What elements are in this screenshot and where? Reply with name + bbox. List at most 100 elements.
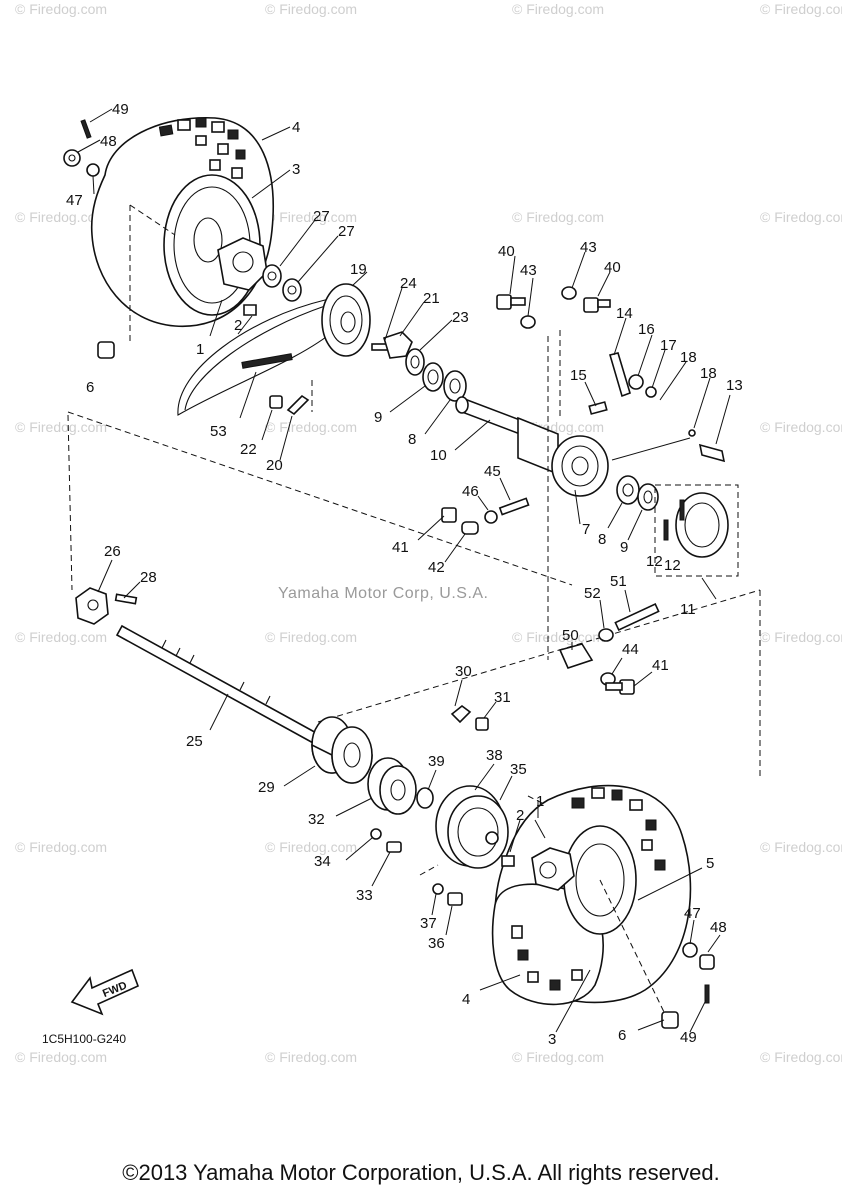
bearing-8 [443, 370, 467, 402]
bearing-8-right [616, 475, 640, 505]
callout-14: 14 [616, 305, 633, 322]
valve-stem-49 [80, 119, 92, 139]
callout-27: 27 [313, 208, 330, 225]
chain-joint-53 [241, 353, 293, 369]
callout-32: 32 [308, 811, 325, 828]
bearing-9 [422, 362, 444, 392]
brake-lever-14 [608, 352, 631, 398]
callout-46: 46 [462, 483, 479, 500]
watermark-layer: © Firedog.com © Firedog.com © Firedog.co… [15, 1, 842, 1065]
callout-7: 7 [582, 521, 590, 538]
callout-40: 40 [604, 259, 621, 276]
callout-6: 6 [86, 379, 94, 396]
callout-28: 28 [140, 569, 157, 586]
callout-37: 37 [420, 915, 437, 932]
nut-31 [475, 717, 489, 731]
watermark: © Firedog.com [265, 209, 357, 225]
brake-drum-38 [435, 785, 509, 869]
watermark: © Firedog.com [760, 209, 842, 225]
callout-47: 47 [684, 905, 701, 922]
callout-18: 18 [680, 349, 697, 366]
callout-50: 50 [562, 627, 579, 644]
oil-seal-9-right [637, 483, 659, 511]
callout-39: 39 [428, 753, 445, 770]
washer-39 [416, 787, 434, 809]
right-wheel-assembly [491, 784, 715, 1029]
callout-43: 43 [580, 239, 597, 256]
callout-9: 9 [374, 409, 382, 426]
drawing-code: 1C5H100-G240 [42, 1032, 127, 1046]
bolt-36 [447, 892, 463, 906]
housing-tube-10 [461, 396, 521, 436]
callout-38: 38 [486, 747, 503, 764]
callout-42: 42 [428, 559, 445, 576]
watermark: © Firedog.com [15, 1, 107, 17]
washer-47 [86, 163, 100, 177]
callout-1: 1 [196, 341, 204, 358]
callout-10: 10 [430, 447, 447, 464]
callout-21: 21 [423, 290, 440, 307]
watermark: © Firedog.com [760, 629, 842, 645]
watermark: © Firedog.com [15, 209, 107, 225]
watermark: © Firedog.com [265, 629, 357, 645]
callout-17: 17 [660, 337, 677, 354]
callout-3: 3 [548, 1031, 556, 1048]
callout-8: 8 [598, 531, 606, 548]
bolt-15 [588, 401, 608, 415]
callout-6: 6 [618, 1027, 626, 1044]
brake-shoe-set [654, 484, 739, 577]
callout-36: 36 [428, 935, 445, 952]
callout-53: 53 [210, 423, 227, 440]
washer-52 [598, 628, 614, 642]
left-tire-tread [158, 117, 246, 190]
fwd-arrow-icon: FWD [70, 968, 140, 1016]
callout-47: 47 [66, 192, 83, 209]
left-wheel-assembly [63, 116, 274, 359]
callout-24: 24 [400, 275, 417, 292]
spring-12 [663, 519, 669, 541]
valve-49-right [704, 984, 710, 1004]
rear-sprocket [321, 283, 371, 357]
watermark: © Firedog.com [760, 1049, 842, 1065]
axle-housing [455, 396, 609, 497]
right-hub [531, 847, 575, 891]
cam-13 [698, 443, 726, 463]
publisher-mark: Yamaha Motor Corp, U.S.A. [278, 585, 489, 602]
hub-26 [75, 587, 109, 625]
callout-2: 2 [516, 807, 524, 824]
lock-plate-21 [383, 331, 413, 359]
nut-6-right [661, 1011, 679, 1029]
callout-51: 51 [610, 573, 627, 590]
pin-18 [688, 429, 696, 437]
nut-48 [63, 149, 81, 167]
bolt-2-right [501, 855, 515, 867]
callout-3: 3 [292, 161, 300, 178]
callout-15: 15 [570, 367, 587, 384]
callout-43: 43 [520, 262, 537, 279]
callout-20: 20 [266, 457, 283, 474]
callout-16: 16 [638, 321, 655, 338]
callout-49: 49 [680, 1029, 697, 1046]
callout-19: 19 [350, 261, 367, 278]
callout-27: 27 [338, 223, 355, 240]
nut-48-right [699, 954, 715, 970]
watermark: © Firedog.com [265, 1, 357, 17]
callout-48: 48 [710, 919, 727, 936]
watermark: © Firedog.com [15, 1049, 107, 1065]
callout-9: 9 [620, 539, 628, 556]
callout-34: 34 [314, 853, 331, 870]
bolt-2 [243, 304, 257, 316]
clip-20 [286, 394, 310, 416]
washer-37 [432, 883, 444, 895]
copyright-notice: ©2013 Yamaha Motor Corporation, U.S.A. A… [122, 1160, 720, 1185]
mount-bolts-40 [496, 286, 611, 329]
callout-33: 33 [356, 887, 373, 904]
bolt-45 [498, 497, 530, 516]
callout-40: 40 [498, 243, 515, 260]
watermark: © Firedog.com [512, 1, 604, 17]
brake-shoe [675, 492, 729, 558]
watermark: © Firedog.com [512, 1049, 604, 1065]
callout-12: 12 [646, 553, 663, 570]
callout-8: 8 [408, 431, 416, 448]
